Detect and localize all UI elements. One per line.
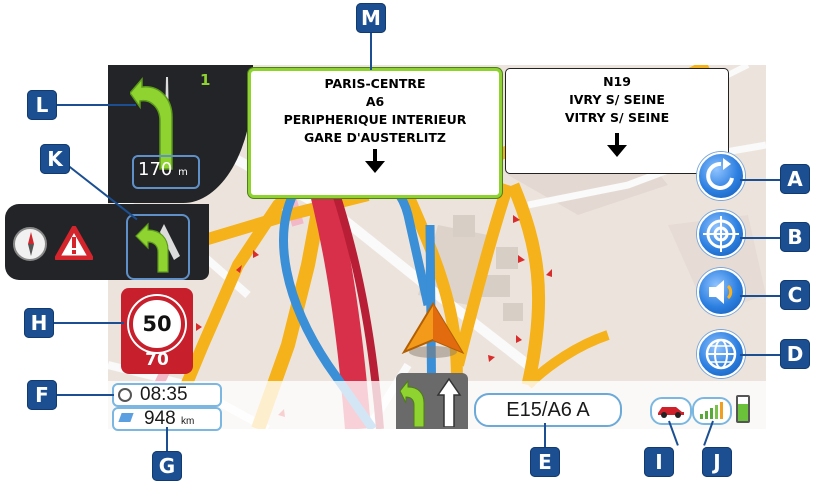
speaker-icon bbox=[709, 280, 733, 304]
callout-c: C bbox=[780, 280, 810, 310]
callout-line-f bbox=[56, 394, 114, 396]
vehicle-position-icon bbox=[401, 302, 465, 358]
callout-i: I bbox=[644, 447, 674, 477]
distance-flag-icon bbox=[118, 413, 134, 422]
callout-k: K bbox=[40, 144, 70, 174]
remaining-distance-value: 948 bbox=[144, 408, 176, 429]
secondary-turn-icon bbox=[135, 222, 180, 273]
lane-guidance bbox=[396, 373, 468, 429]
callout-d: D bbox=[780, 339, 810, 369]
right-sign-line-2: IVRY S/ SEINE bbox=[569, 92, 665, 107]
turn-arrow-icon bbox=[130, 76, 173, 170]
callout-line-h bbox=[52, 322, 124, 324]
target-icon bbox=[703, 216, 739, 252]
target-button[interactable] bbox=[697, 210, 745, 258]
main-sign-line-3: PERIPHERIQUE INTERIEUR bbox=[283, 112, 467, 127]
main-sign-line-1: PARIS-CENTRE bbox=[324, 76, 426, 91]
secondary-direction-sign: N19 IVRY S/ SEINE VITRY S/ SEINE bbox=[505, 68, 729, 174]
remaining-distance: 948 km bbox=[144, 408, 194, 430]
callout-h: H bbox=[24, 308, 54, 338]
reroute-button[interactable] bbox=[697, 152, 745, 200]
callout-e: E bbox=[530, 447, 560, 477]
turn-distance-unit: m bbox=[178, 167, 188, 178]
globe-icon bbox=[705, 338, 737, 370]
turn-distance-value: 170 bbox=[138, 159, 173, 180]
down-arrow-icon bbox=[607, 133, 627, 157]
callout-line-e bbox=[544, 423, 546, 449]
current-road-name-box: E15/A6 A bbox=[474, 393, 622, 427]
turn-distance: 170 m bbox=[138, 159, 188, 180]
callout-b: B bbox=[780, 222, 810, 252]
right-sign-line-3: VITRY S/ SEINE bbox=[564, 110, 670, 125]
car-icon bbox=[658, 407, 684, 418]
secondary-panel bbox=[5, 204, 209, 280]
main-sign-line-4: GARE D'AUSTERLITZ bbox=[304, 130, 446, 145]
callout-j: J bbox=[702, 447, 732, 477]
turn-distance-box bbox=[132, 155, 200, 189]
callout-f: F bbox=[27, 380, 57, 410]
callout-line-d bbox=[740, 354, 782, 356]
battery-icon bbox=[736, 395, 750, 423]
callout-line-b bbox=[740, 237, 782, 239]
callout-a: A bbox=[780, 164, 810, 194]
clock-time: 08:35 bbox=[140, 384, 188, 405]
callout-line-l bbox=[56, 104, 136, 106]
right-sign-line-1: N19 bbox=[603, 74, 631, 89]
down-arrow-icon bbox=[365, 149, 385, 173]
main-direction-sign: PARIS-CENTRE A6 PERIPHERIQUE INTERIEUR G… bbox=[248, 68, 502, 198]
lane-left-turn-icon bbox=[400, 379, 425, 427]
globe-button[interactable] bbox=[697, 330, 745, 378]
callout-g: G bbox=[152, 451, 182, 481]
clock-box: 08:35 bbox=[112, 383, 222, 407]
callout-line-a bbox=[740, 179, 782, 181]
speed-limit-sign: 50 bbox=[129, 296, 185, 352]
reroute-icon bbox=[706, 158, 734, 190]
turn-exit-number: 1 bbox=[200, 71, 211, 89]
callout-l: L bbox=[27, 90, 57, 120]
current-speed: 70 bbox=[145, 350, 169, 370]
callout-m: M bbox=[356, 3, 386, 33]
next-next-turn-box[interactable] bbox=[126, 214, 190, 280]
callout-line-g bbox=[166, 427, 168, 453]
volume-button[interactable] bbox=[697, 268, 745, 316]
clock-icon bbox=[118, 388, 132, 402]
remaining-distance-unit: km bbox=[180, 416, 195, 427]
main-sign-line-2: A6 bbox=[365, 94, 385, 109]
speed-panel: 50 70 bbox=[121, 288, 193, 374]
speed-limit-value: 50 bbox=[142, 312, 172, 336]
vehicle-mode-box[interactable] bbox=[650, 397, 692, 425]
signal-icon bbox=[700, 402, 723, 419]
lane-straight-icon bbox=[436, 377, 462, 427]
current-road-name: E15/A6 A bbox=[506, 399, 590, 421]
compass-icon[interactable] bbox=[13, 227, 47, 261]
callout-line-m bbox=[370, 26, 372, 70]
warning-icon[interactable] bbox=[55, 226, 93, 260]
callout-line-c bbox=[740, 295, 782, 297]
